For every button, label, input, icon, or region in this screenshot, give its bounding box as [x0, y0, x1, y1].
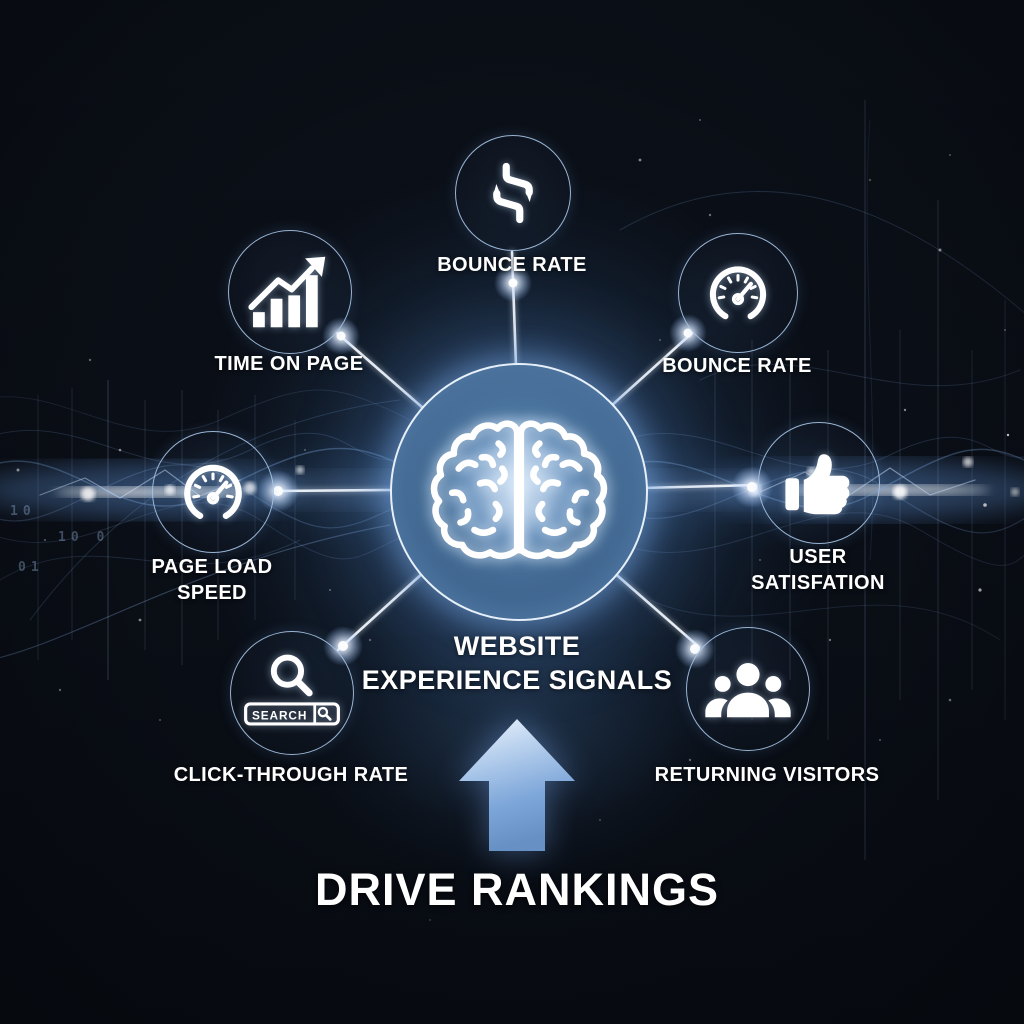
label-returning-visitors: RETURNING VISITORS	[654, 764, 880, 786]
label-bounce-rate-top: BOUNCE RATE	[437, 254, 587, 276]
center-title: WEBSITE EXPERIENCE SIGNALS	[361, 631, 673, 695]
speedometer-icon	[700, 255, 776, 331]
search-box-text: SEARCH	[252, 708, 307, 722]
label-bounce-rate-right: BOUNCE RATE	[662, 355, 812, 377]
up-arrow-icon	[459, 719, 575, 851]
growth-chart-icon	[248, 250, 332, 334]
label-user-satisfaction: USER SATISFATION	[751, 546, 885, 594]
binary-digits: 01	[18, 560, 44, 575]
node-bounce-rate-top	[455, 135, 571, 251]
node-page-load-speed	[152, 431, 274, 553]
label-click-through-rate: CLICK-THROUGH RATE	[173, 764, 409, 786]
label-page-load-speed: PAGE LOAD SPEED	[151, 556, 273, 604]
node-user-satisfaction	[758, 422, 880, 544]
center-hub-circle	[390, 363, 648, 621]
search-bar-icon: SEARCH	[242, 647, 342, 739]
node-time-on-page	[228, 230, 352, 354]
node-bounce-rate-right	[678, 233, 798, 353]
speedometer-icon	[174, 453, 252, 531]
people-group-icon	[701, 656, 795, 722]
bounce-arrows-icon	[486, 153, 540, 233]
brain-icon	[426, 411, 612, 574]
binary-digits: 10 0	[58, 530, 110, 545]
node-returning-visitors	[686, 627, 810, 751]
banner-title: DRIVE RANKINGS	[314, 864, 720, 915]
binary-digits: 10	[10, 504, 36, 519]
thumbs-up-icon	[779, 443, 859, 523]
label-time-on-page: TIME ON PAGE	[214, 353, 364, 375]
node-click-through-rate: SEARCH	[230, 631, 354, 755]
